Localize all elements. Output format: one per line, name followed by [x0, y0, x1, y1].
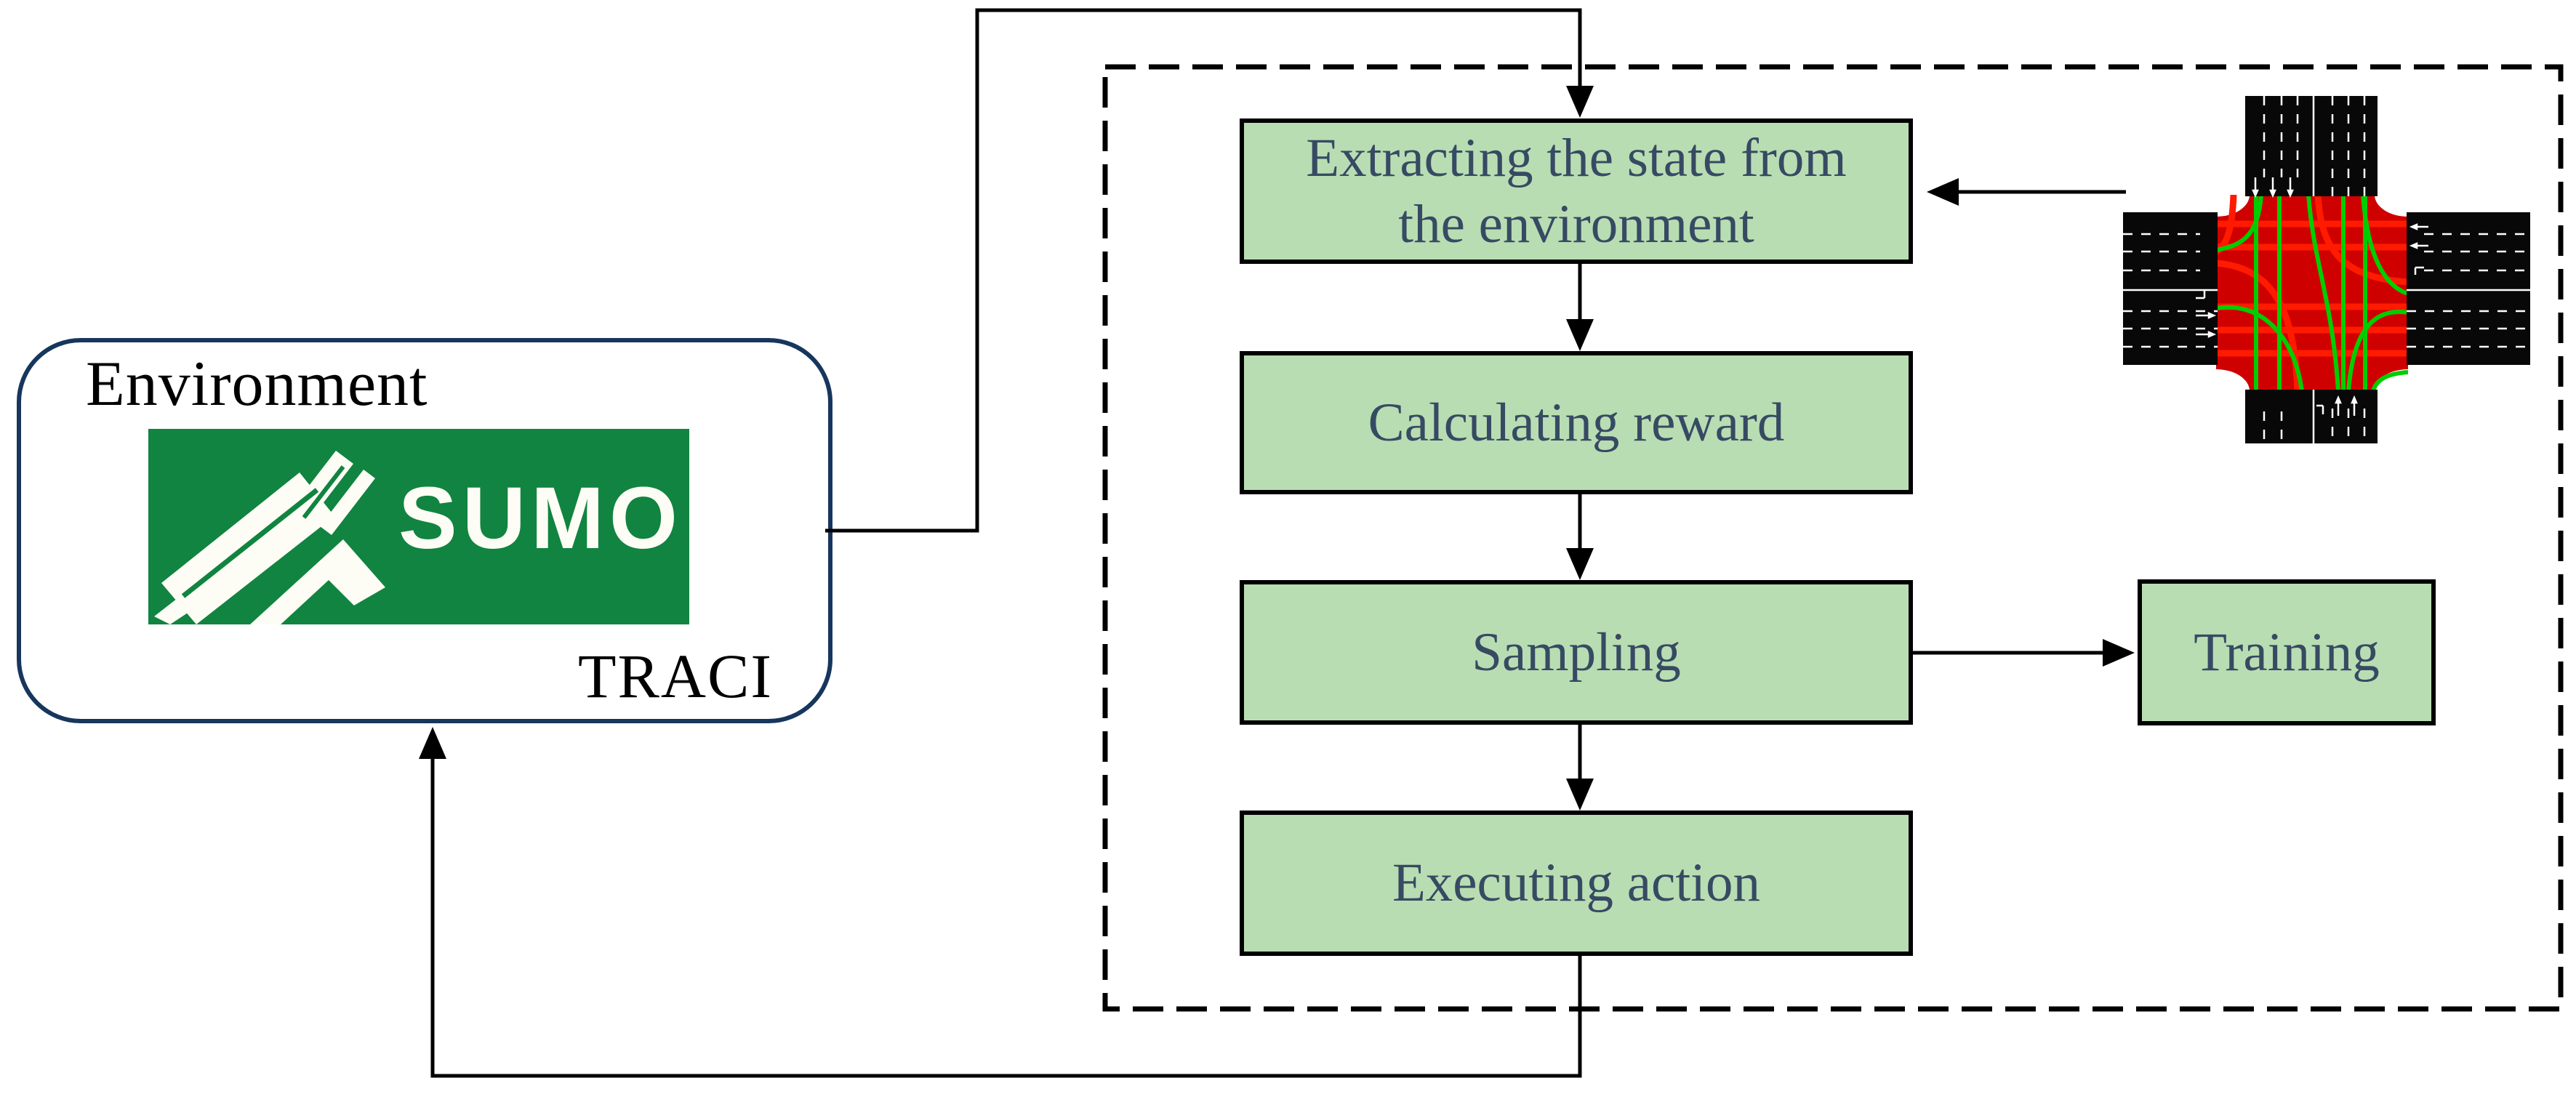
environment-label: Environment [86, 349, 428, 419]
flow-box-training: Training [2138, 579, 2436, 725]
arrow-junction-to-extract [1927, 178, 1959, 206]
extract-state-label-line2: the environment [1398, 194, 1754, 254]
sumo-icon-road-lines [181, 465, 355, 624]
arrow-into-extract-top [1566, 86, 1594, 118]
calculating-reward-label: Calculating reward [1368, 392, 1785, 453]
flow-box-executing-action: Executing action [1240, 811, 1913, 956]
executing-action-label: Executing action [1392, 853, 1761, 914]
flow-box-calculating-reward: Calculating reward [1240, 351, 1913, 494]
arrow-loop-into-environment [419, 727, 446, 759]
sumo-wordmark: SUMO [398, 468, 683, 567]
arrow-sampling-to-exec [1566, 779, 1594, 811]
arrow-calc-to-sampling [1566, 548, 1594, 580]
sampling-label: Sampling [1472, 622, 1681, 683]
extract-state-label-line1: Extracting the state from [1306, 127, 1847, 188]
arrow-extract-to-calc [1566, 319, 1594, 351]
arrow-sampling-to-training [2103, 639, 2135, 667]
sumo-logo: SUMO [148, 429, 689, 624]
flow-box-sampling: Sampling [1240, 580, 1913, 725]
traci-label: TRACI [578, 641, 773, 711]
training-label: Training [2194, 622, 2380, 683]
intersection-simulation-image [2123, 96, 2530, 443]
flow-box-extract-state: Extracting the state from the environmen… [1240, 118, 1913, 264]
